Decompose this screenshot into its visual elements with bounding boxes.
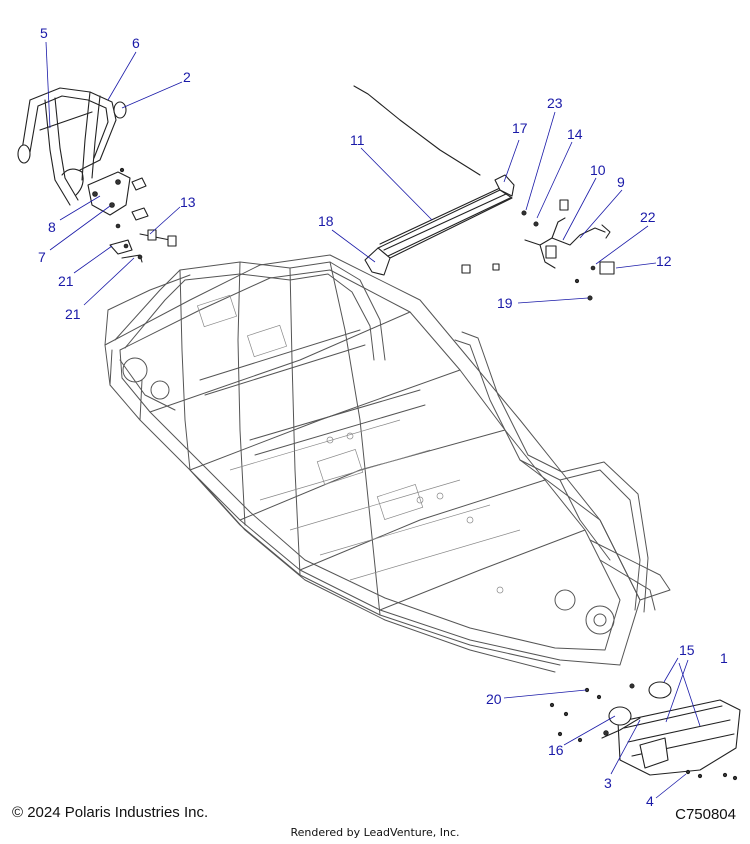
callout-1: 1 bbox=[720, 650, 728, 666]
callout-17: 17 bbox=[512, 120, 528, 136]
drawing-code: C750804 bbox=[675, 806, 736, 823]
light-bar-assembly bbox=[353, 85, 515, 276]
bumper-hardware bbox=[109, 167, 177, 263]
callout-22: 22 bbox=[640, 209, 656, 225]
callout-19: 19 bbox=[497, 295, 513, 311]
callout-15: 15 bbox=[679, 642, 695, 658]
callouts: 5 6 2 8 7 13 21 21 11 18 17 23 14 10 9 2… bbox=[38, 25, 728, 809]
callout-14: 14 bbox=[567, 126, 583, 142]
rendered-by-credit: Rendered by LeadVenture, Inc. bbox=[290, 826, 460, 839]
chassis-frame bbox=[104, 254, 671, 673]
callout-2: 2 bbox=[183, 69, 191, 85]
callout-21a: 21 bbox=[58, 273, 74, 289]
wiring-harness bbox=[461, 199, 615, 301]
callout-20: 20 bbox=[486, 691, 502, 707]
callout-6: 6 bbox=[132, 35, 140, 51]
callout-16: 16 bbox=[548, 742, 564, 758]
callout-12: 12 bbox=[656, 253, 672, 269]
callout-9: 9 bbox=[617, 174, 625, 190]
copyright-notice: © 2024 Polaris Industries Inc. bbox=[12, 804, 209, 821]
callout-4: 4 bbox=[646, 793, 654, 809]
callout-13: 13 bbox=[180, 194, 196, 210]
callout-5: 5 bbox=[40, 25, 48, 41]
callout-3: 3 bbox=[604, 775, 612, 791]
front-bumper-assembly bbox=[549, 681, 741, 781]
callout-10: 10 bbox=[590, 162, 606, 178]
callout-8: 8 bbox=[48, 219, 56, 235]
callout-21b: 21 bbox=[65, 306, 81, 322]
rear-bumper-assembly bbox=[17, 87, 127, 206]
callout-23: 23 bbox=[547, 95, 563, 111]
callout-7: 7 bbox=[38, 249, 46, 265]
callout-11: 11 bbox=[350, 132, 365, 148]
callout-18: 18 bbox=[318, 213, 334, 229]
bumper-bracket bbox=[87, 171, 149, 221]
